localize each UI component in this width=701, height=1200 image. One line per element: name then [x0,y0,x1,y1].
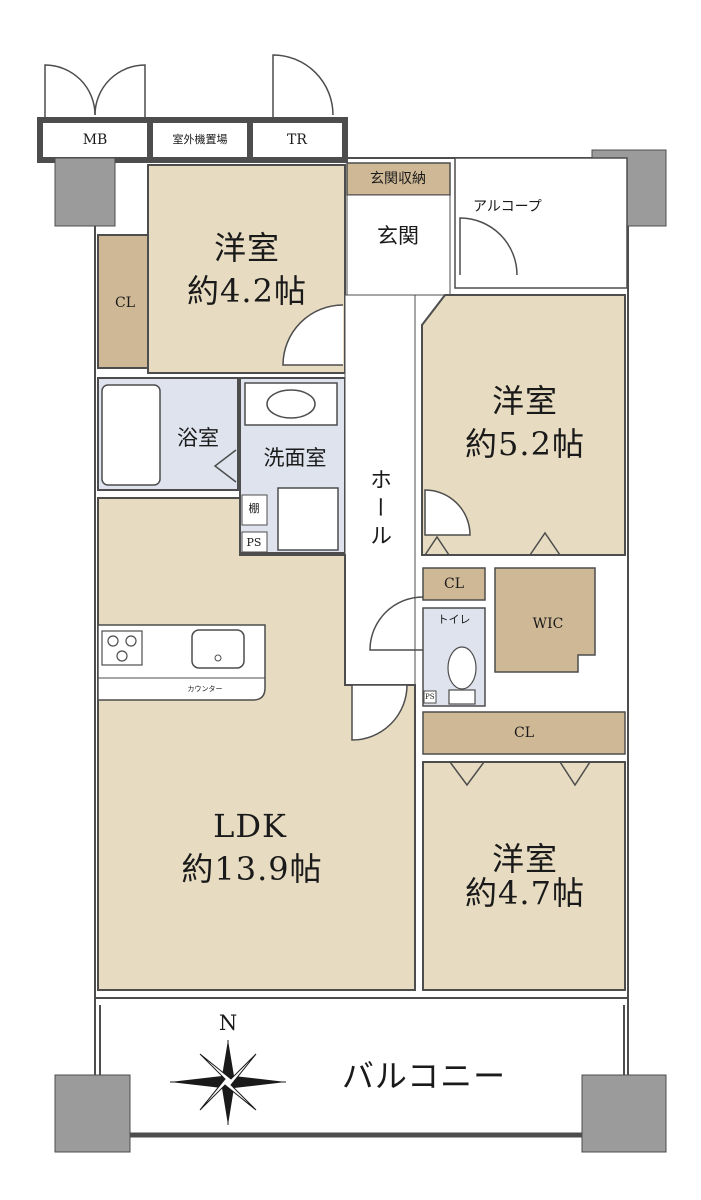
ldk-size: 約13.9帖 [181,850,323,888]
western-room-2-name: 洋室 [491,382,559,420]
column-bottom-left [54,1074,131,1153]
toilet-tank [448,689,476,705]
bath-label: 浴室 [177,426,219,450]
alcove-door [459,217,518,276]
mb-label: MB [82,132,108,148]
entrance-label: 玄関 [377,224,419,248]
western-room-3-name: 洋室 [491,840,559,878]
closet-mid-label: CL [443,576,465,592]
balcony-area [94,997,629,1136]
entrance-storage-label: 玄関収納 [370,171,426,187]
stove-burner-1 [107,635,119,647]
stove-burner-2 [125,635,137,647]
western-room-3-fold-2 [559,761,591,787]
counter-label: カウンター [187,685,223,693]
alcove-area [454,157,628,289]
ldk-door [351,684,408,741]
mb-box [37,117,153,163]
stove-burner-3 [116,650,128,662]
western-room-1-size: 約4.2帖 [187,272,307,310]
ps-box-wash [241,531,268,553]
entrance-floor [346,194,451,296]
western-room-3-size: 約4.7帖 [465,874,585,912]
sink-icon [191,629,245,669]
closet-wide [422,711,626,755]
column-bottom-right [581,1074,667,1153]
column-top-left [54,157,116,227]
shelf-box [241,494,268,526]
ps-toilet-label: PS [425,693,435,701]
western-room-2-fold-2 [529,531,561,556]
stove-icon [101,630,143,666]
tr-door [272,54,334,120]
washroom-label: 洗面室 [263,446,327,470]
western-room-1-door [282,304,344,366]
bathtub [101,384,161,486]
tr-box [247,117,348,163]
western-room-2-size: 約5.2帖 [465,425,585,463]
shelf-label: 棚 [248,502,260,515]
western-room-2-door [424,489,471,536]
ldk-area [97,497,416,991]
western-room-3 [422,761,626,991]
wic-area [494,567,596,673]
western-room-1-name: 洋室 [213,229,281,267]
compass-diagonal [199,1053,257,1111]
western-room-2-fold-1 [424,535,450,556]
alcove-label: アルコープ [473,199,542,215]
compass-north-label: N [218,1011,238,1035]
toilet-door [369,596,424,651]
mb-door-left [44,64,96,120]
sink-drain [214,654,222,662]
closet-wide-label: CL [513,725,535,741]
toilet-bowl [447,646,477,690]
ps-box-toilet [423,690,437,704]
balcony-label: バルコニー [341,1057,507,1095]
wic-label: WIC [532,616,564,632]
closet-west-label: CL [114,295,136,311]
toilet-label: トイレ [437,613,471,626]
washing-machine-space [277,487,339,551]
closet-mid [422,567,486,601]
ldk-name: LDK [213,807,287,845]
tr-label: TR [287,132,307,148]
western-room-2 [421,294,626,556]
washbasin-icon [266,389,316,419]
bath-door-mark [213,449,237,483]
hall-label: ホール [366,468,391,552]
ps-wash-label: PS [246,536,262,549]
mb-door-right [94,64,146,120]
western-room-3-fold-1 [449,761,485,787]
outdoor-unit-label: 室外機置場 [172,133,228,146]
